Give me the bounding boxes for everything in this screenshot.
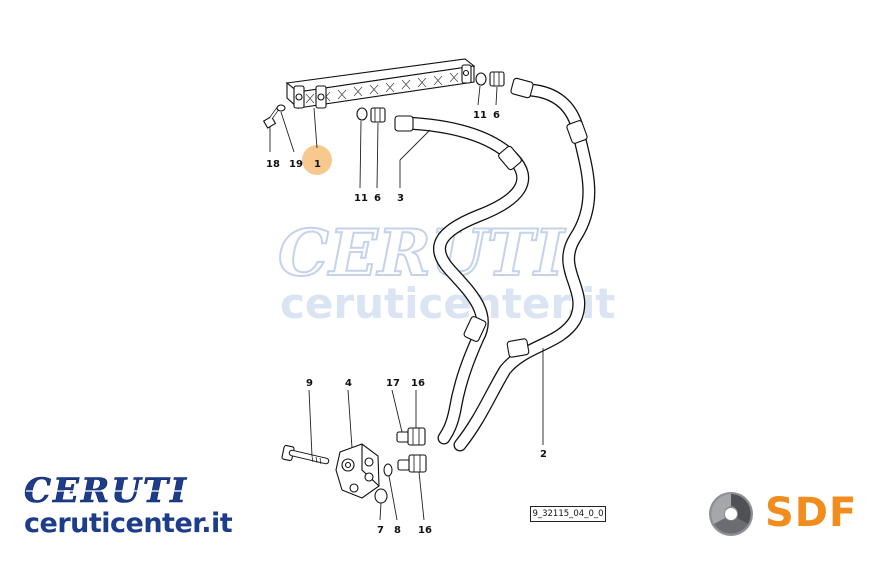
- brand-url[interactable]: ceruticenter.it: [24, 508, 233, 539]
- part-label-6-mid[interactable]: 6: [374, 193, 381, 204]
- union-16-lower[interactable]: [408, 454, 427, 473]
- part-label-16-bot[interactable]: 16: [418, 525, 432, 536]
- part-label-11-mid[interactable]: 11: [354, 193, 368, 204]
- sdf-swirl-icon: [709, 492, 753, 536]
- o-ring-7[interactable]: [374, 488, 388, 504]
- washer-19[interactable]: [276, 104, 286, 112]
- part-label-1[interactable]: 1: [314, 159, 321, 170]
- oil-cooler[interactable]: [285, 58, 476, 110]
- selected-part-highlight: [302, 145, 332, 175]
- part-label-17[interactable]: 17: [386, 378, 400, 389]
- fitting-17-upper[interactable]: [396, 431, 410, 443]
- part-label-19[interactable]: 19: [289, 159, 303, 170]
- connector-block-4[interactable]: [335, 443, 380, 499]
- watermark-url: ceruticenter.it: [280, 279, 615, 328]
- watermark-brand: CERUTI: [278, 216, 566, 291]
- bolt-9[interactable]: [281, 444, 330, 465]
- part-label-18[interactable]: 18: [266, 159, 280, 170]
- drawing-code: 9_32115_04_0_0: [530, 506, 606, 522]
- part-label-6-top[interactable]: 6: [493, 110, 500, 121]
- leader-lines: [269, 85, 544, 521]
- union-6-top[interactable]: [489, 71, 505, 87]
- part-labels: 18 19 1 11 6 11 6 3 2 9 4 17 16 7 8 16: [266, 110, 547, 536]
- ceruti-logo: CERUTI: [24, 474, 258, 508]
- fitting-17-lower[interactable]: [397, 459, 411, 471]
- part-label-11-top[interactable]: 11: [473, 110, 487, 121]
- bolt-18[interactable]: [262, 105, 281, 129]
- part-label-2[interactable]: 2: [540, 449, 547, 460]
- hose-2-end-fitting: [510, 77, 534, 99]
- union-6-mid[interactable]: [370, 107, 386, 123]
- part-label-8[interactable]: 8: [394, 525, 401, 536]
- o-ring-11-mid[interactable]: [356, 107, 368, 121]
- o-ring-8[interactable]: [383, 463, 393, 477]
- sdf-logo-text: SDF: [765, 490, 858, 536]
- part-label-16-top[interactable]: 16: [411, 378, 425, 389]
- watermark: CERUTI ceruticenter.it: [277, 215, 615, 328]
- hose-3-end-fitting: [394, 115, 414, 132]
- part-label-9[interactable]: 9: [306, 378, 313, 389]
- hose-2[interactable]: [453, 83, 596, 452]
- sdf-logo: [709, 492, 753, 536]
- part-label-3[interactable]: 3: [397, 193, 404, 204]
- part-label-7[interactable]: 7: [377, 525, 384, 536]
- union-16-upper[interactable]: [407, 427, 426, 446]
- o-ring-11-top[interactable]: [475, 72, 487, 86]
- hose-3[interactable]: [398, 116, 530, 445]
- part-label-4[interactable]: 4: [345, 378, 352, 389]
